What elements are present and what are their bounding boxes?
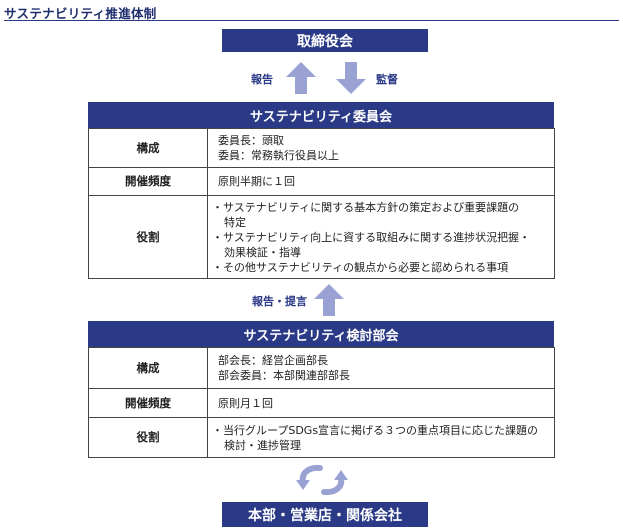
role-label: 役割 — [88, 417, 208, 458]
board-label: 取締役会 — [297, 33, 353, 50]
role-label: 役割 — [88, 195, 208, 279]
role-item-continued: 検討・進捗管理 — [224, 438, 301, 452]
composition-label: 構成 — [88, 128, 208, 168]
report-label: 報告 — [251, 73, 273, 86]
composition-value: 委員長：頭取 委員：常務執行役員以上 — [207, 128, 555, 168]
frequency-value: 原則月１回 — [207, 388, 555, 418]
role-item: ・サステナビリティに関する基本方針の策定および重要課題の — [212, 200, 520, 214]
committee-header: サステナビリティ委員会 — [88, 102, 554, 128]
role-item-continued: 効果検証・指導 — [224, 245, 301, 259]
composition-label: 構成 — [88, 347, 208, 389]
frequency-value: 原則半期に１回 — [207, 167, 555, 196]
headquarters-label: 本部・営業店・関係会社 — [248, 507, 402, 524]
report-up-arrow-icon — [286, 62, 316, 94]
table-row: 開催頻度 原則月１回 — [88, 388, 555, 418]
cycle-arrows-icon — [294, 464, 350, 496]
table-row: 構成 委員長：頭取 委員：常務執行役員以上 — [88, 128, 555, 168]
subcommittee-header: サステナビリティ検討部会 — [88, 321, 554, 347]
supervise-down-arrow-icon — [336, 62, 366, 94]
frequency-label: 開催頻度 — [88, 167, 208, 196]
composition-line: 委員：常務執行役員以上 — [218, 149, 339, 162]
composition-line: 部会委員：本部関連部部長 — [218, 369, 350, 382]
role-item: ・サステナビリティ向上に資する取組みに関する進捗状況把握・ — [212, 230, 531, 244]
subcommittee-title: サステナビリティ検討部会 — [243, 328, 399, 344]
committee-table: 構成 委員長：頭取 委員：常務執行役員以上 開催頻度 原則半期に１回 役割 ・サ… — [88, 128, 555, 279]
role-item-continued: 特定 — [224, 215, 246, 229]
table-row: 役割 ・サステナビリティに関する基本方針の策定および重要課題の 特定 ・サステナ… — [88, 195, 555, 279]
table-row: 構成 部会長：経営企画部長 部会委員：本部関連部部長 — [88, 347, 555, 389]
composition-line: 部会長：経営企画部長 — [218, 354, 328, 367]
supervise-label: 監督 — [376, 73, 398, 86]
composition-line: 委員長：頭取 — [218, 134, 284, 147]
board-box: 取締役会 — [222, 29, 428, 52]
table-row: 開催頻度 原則半期に１回 — [88, 167, 555, 196]
report-proposal-up-arrow-icon — [314, 284, 344, 316]
page-title: サステナビリティ推進体制 — [4, 6, 157, 21]
role-item: ・その他サステナビリティの観点から必要と認められる事項 — [212, 260, 509, 274]
frequency-label: 開催頻度 — [88, 388, 208, 418]
subcommittee-table: 構成 部会長：経営企画部長 部会委員：本部関連部部長 開催頻度 原則月１回 役割… — [88, 347, 555, 458]
committee-title: サステナビリティ委員会 — [250, 109, 392, 125]
table-row: 役割 ・当行グループSDGs宣言に掲げる３つの重点項目に応じた課題の 検討・進捗… — [88, 417, 555, 458]
report-proposal-label: 報告・提言 — [252, 295, 307, 308]
title-divider — [4, 20, 619, 21]
composition-value: 部会長：経営企画部長 部会委員：本部関連部部長 — [207, 347, 555, 389]
role-item: ・当行グループSDGs宣言に掲げる３つの重点項目に応じた課題の — [212, 423, 539, 437]
role-value: ・当行グループSDGs宣言に掲げる３つの重点項目に応じた課題の 検討・進捗管理 — [207, 417, 555, 458]
role-value: ・サステナビリティに関する基本方針の策定および重要課題の 特定 ・サステナビリテ… — [207, 195, 555, 279]
headquarters-box: 本部・営業店・関係会社 — [222, 502, 428, 527]
